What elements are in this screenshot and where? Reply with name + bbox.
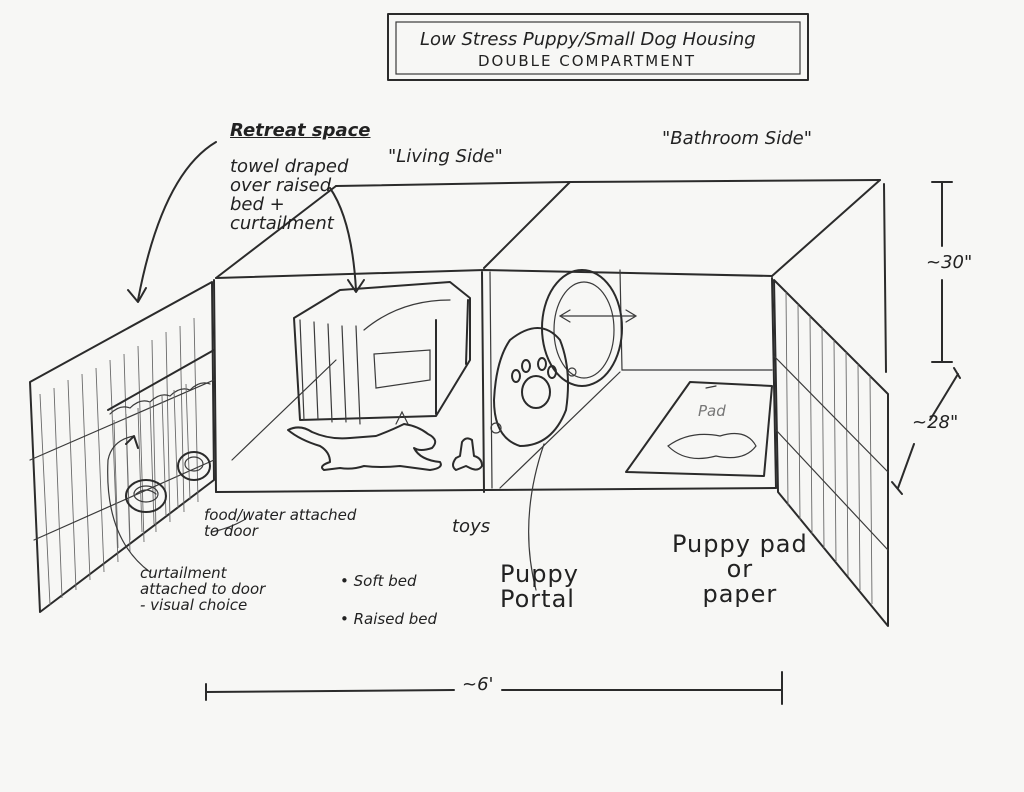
bathroom-side-label: "Bathroom Side" xyxy=(662,130,812,149)
width-dimension: ~6' xyxy=(462,676,493,695)
food-water-label: food/water attached to door xyxy=(204,508,356,540)
height-dimension: ~30" xyxy=(926,254,972,273)
title-sub: DOUBLE COMPARTMENT xyxy=(478,54,696,70)
raised-bed xyxy=(294,282,470,424)
puppy-portal-label: Puppy Portal xyxy=(500,562,579,612)
dog-drawing xyxy=(288,412,482,470)
pad-marking: Pad xyxy=(698,404,726,420)
puppy-portal xyxy=(491,270,636,446)
toys-label: toys xyxy=(452,518,490,537)
living-side-label: "Living Side" xyxy=(388,148,503,167)
retreat-space-description: towel draped over raised bed + curtailme… xyxy=(230,158,348,234)
puppy-pad xyxy=(626,382,772,476)
depth-dimension: ~28" xyxy=(912,414,958,433)
curtailment-label: curtailment attached to door - visual ch… xyxy=(140,566,265,613)
raised-bed-label: • Raised bed xyxy=(340,612,437,628)
title-main: Low Stress Puppy/Small Dog Housing xyxy=(420,31,756,50)
retreat-space-heading: Retreat space xyxy=(230,122,371,141)
left-door-panel xyxy=(30,282,214,612)
soft-bed-label: • Soft bed xyxy=(340,574,417,590)
puppy-pad-label: Puppy pad or paper xyxy=(672,532,808,608)
